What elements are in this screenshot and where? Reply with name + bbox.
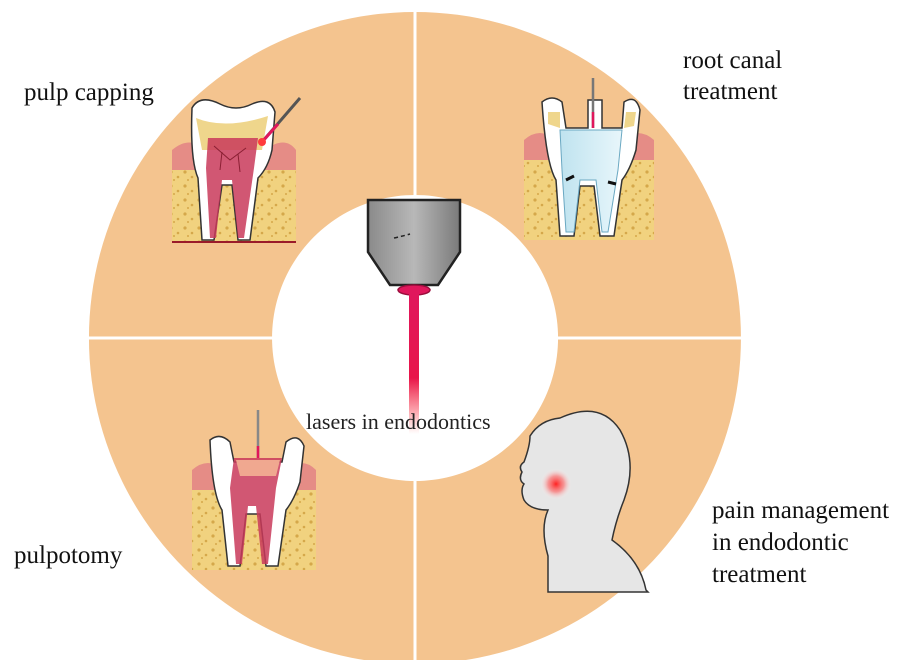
label-root-canal: root canal treatment — [683, 45, 782, 107]
pulp-capping-tooth-icon — [172, 98, 300, 242]
laser-handpiece-icon — [368, 200, 460, 434]
label-pulpotomy: pulpotomy — [14, 540, 122, 571]
label-pain-management: pain management in endodontic treatment — [712, 495, 889, 591]
label-root-canal-line-2: treatment — [683, 76, 782, 107]
label-pulp-capping: pulp capping — [24, 77, 154, 108]
label-pain-line-2: in endodontic — [712, 527, 889, 559]
center-label: lasers in endodontics — [306, 409, 491, 435]
label-pain-line-1: pain management — [712, 495, 889, 527]
label-root-canal-line-1: root canal — [683, 45, 782, 76]
label-pain-line-3: treatment — [712, 559, 889, 591]
root-canal-tooth-icon — [524, 78, 654, 240]
